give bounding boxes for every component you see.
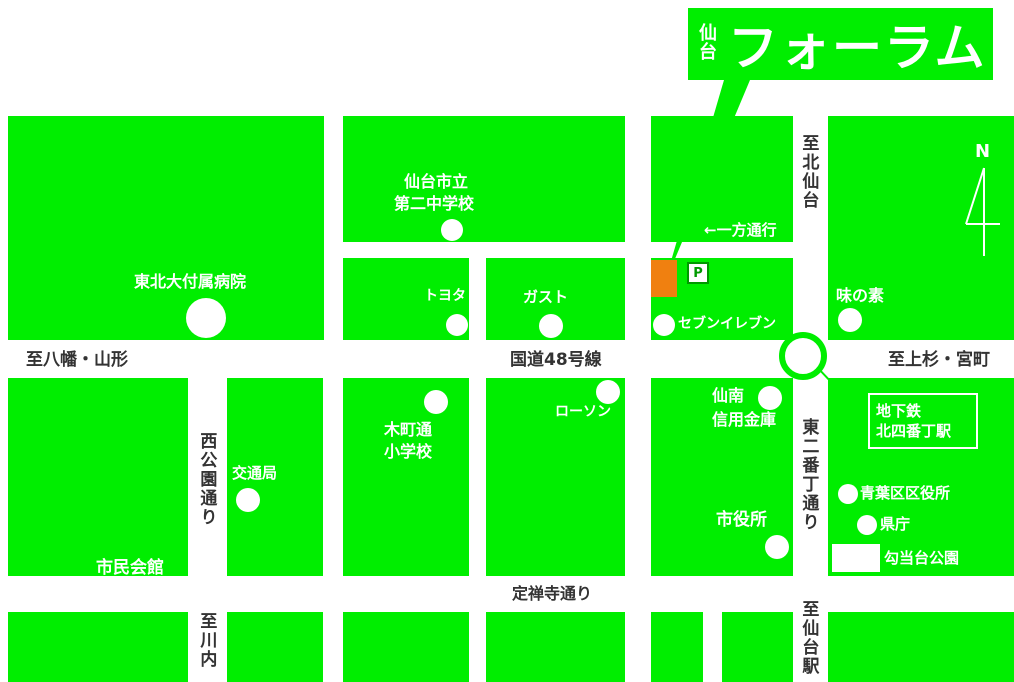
landmark-dot — [186, 298, 226, 338]
block-south-7 — [828, 612, 1014, 682]
block-lawson — [486, 378, 625, 576]
block-oneway-north — [651, 116, 793, 242]
subway-label-line2: 北四番丁駅 — [876, 422, 952, 440]
landmark-dot — [765, 535, 789, 559]
label-school2-line2: 第二中学校 — [394, 194, 475, 213]
landmark-dot — [441, 219, 463, 241]
block-south-1 — [8, 612, 188, 682]
landmark-dot — [236, 488, 260, 512]
label-gusto: ガスト — [523, 288, 569, 306]
landmark-dot — [758, 386, 782, 410]
landmark-dot — [838, 484, 858, 504]
label-kimachi-line2: 小学校 — [384, 442, 433, 461]
label-prefecture: 県庁 — [880, 515, 911, 533]
landmark-dot — [424, 390, 448, 414]
label-north-sendai: 至北仙台 — [798, 134, 819, 210]
label-hospital: 東北大付属病院 — [134, 272, 247, 291]
label-seven-eleven: セブンイレブン — [678, 316, 776, 332]
landmark-dot — [539, 314, 563, 338]
block-south-3 — [343, 612, 469, 682]
block-south-6 — [722, 612, 793, 682]
block-shimin — [8, 378, 188, 576]
landmark-dot — [596, 380, 620, 404]
title-name: フォーラム — [728, 19, 987, 77]
label-sendai-station: 至仙台駅 — [798, 600, 819, 676]
label-kamisugi: 至上杉・宮町 — [888, 350, 990, 370]
label-shinkin-line2: 信用金庫 — [712, 410, 777, 429]
landmark-dot — [446, 314, 468, 336]
label-shinkin-line1: 仙南 — [712, 386, 745, 405]
block-south-5 — [651, 612, 703, 682]
subway-station-icon — [779, 332, 827, 380]
label-jozenji: 定禅寺通り — [512, 584, 593, 603]
landmark-dot — [838, 308, 862, 332]
label-ajinomoto: 味の素 — [836, 286, 885, 305]
label-aoba-ward: 青葉区区役所 — [860, 484, 951, 502]
subway-label-box: 地下鉄 北四番丁駅 — [868, 393, 978, 449]
block-hospital — [8, 116, 324, 340]
label-route48: 国道48号線 — [510, 350, 602, 370]
venue-marker — [651, 260, 677, 297]
label-higashi-nibancho: 東二番丁通り — [798, 418, 819, 532]
label-toyota: トヨタ — [424, 288, 466, 304]
park-marker — [832, 544, 880, 572]
subway-label-line1: 地下鉄 — [876, 401, 922, 420]
label-shimin-kaikan: 市民会館 — [96, 558, 164, 578]
block-south-2 — [227, 612, 323, 682]
block-kencho — [828, 378, 1014, 576]
block-kimachi — [343, 378, 469, 576]
landmark-dot — [653, 314, 675, 336]
label-kotsukyoku: 交通局 — [232, 464, 278, 482]
north-label: N — [975, 141, 991, 162]
label-lawson: ローソン — [555, 404, 611, 420]
landmark-dot — [160, 584, 184, 608]
label-hachiman: 至八幡・山形 — [26, 350, 128, 370]
landmark-dot — [857, 515, 877, 535]
block-south-4 — [486, 612, 625, 682]
block-kotsukyoku — [227, 378, 323, 576]
block-school2 — [343, 116, 625, 242]
label-kawauchi: 至川内 — [196, 612, 217, 669]
label-kotodai-park: 勾当台公園 — [884, 549, 960, 567]
label-city-hall: 市役所 — [716, 510, 767, 530]
north-arrow-icon — [965, 167, 1000, 256]
label-nishikoen: 西公園通り — [196, 432, 217, 527]
label-kimachi-line1: 木町通 — [384, 420, 433, 439]
title-banner: 仙台 フォーラム — [688, 8, 993, 80]
label-one-way: ←一方通行 — [704, 221, 777, 239]
parking-icon: P — [687, 262, 709, 284]
title-prefix: 仙台 — [699, 23, 717, 63]
label-school2-line1: 仙台市立 — [404, 172, 469, 191]
